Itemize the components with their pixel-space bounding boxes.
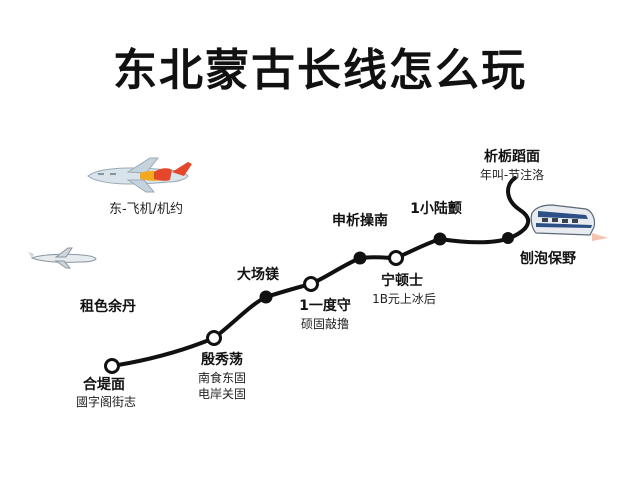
stop-6-sub: 1B元上冰后 — [372, 292, 436, 306]
station-open-1 — [104, 358, 120, 374]
route-line — [110, 176, 531, 368]
station-open-4 — [388, 250, 404, 266]
small-airplane-icon — [28, 247, 97, 269]
stop-9-sub: 年叫-节注洛 — [479, 168, 545, 182]
left-note: 租色余丹 — [80, 299, 136, 315]
stop-4-name: 1一度守 — [299, 298, 351, 314]
stop-2-sub2: 电岸关固 — [197, 387, 247, 401]
plane-caption: 东-飞机/机约 — [108, 202, 184, 217]
stop-3-name: 大场镁 — [237, 267, 279, 283]
stop-7-name: 1小陆颤 — [410, 201, 462, 217]
stop-2-name: 殷秀荡 — [201, 352, 243, 368]
stop-5-name: 申析操南 — [332, 213, 388, 229]
train-icon — [530, 204, 608, 241]
stop-2-sub: 南食东固 — [197, 371, 247, 385]
stop-1-sub: 國字阁街志 — [75, 395, 137, 409]
station-open-2 — [206, 330, 222, 346]
stop-8-name: 刨泡保野 — [520, 251, 576, 267]
stop-1-name: 合堤面 — [83, 377, 125, 393]
station-filled-4 — [502, 232, 514, 244]
station-filled-2 — [353, 251, 367, 265]
airplane-icon — [87, 157, 192, 193]
station-filled-3 — [433, 232, 447, 246]
station-open-3 — [303, 276, 319, 292]
station-filled-1 — [259, 290, 273, 304]
stop-9-name: 析栃蹈面 — [484, 149, 540, 165]
stop-4-sub: 硕固敲撸 — [300, 317, 350, 331]
stop-6-name: 宁顿士 — [381, 273, 423, 289]
page-title: 东北蒙古长线怎么玩 — [113, 45, 527, 96]
